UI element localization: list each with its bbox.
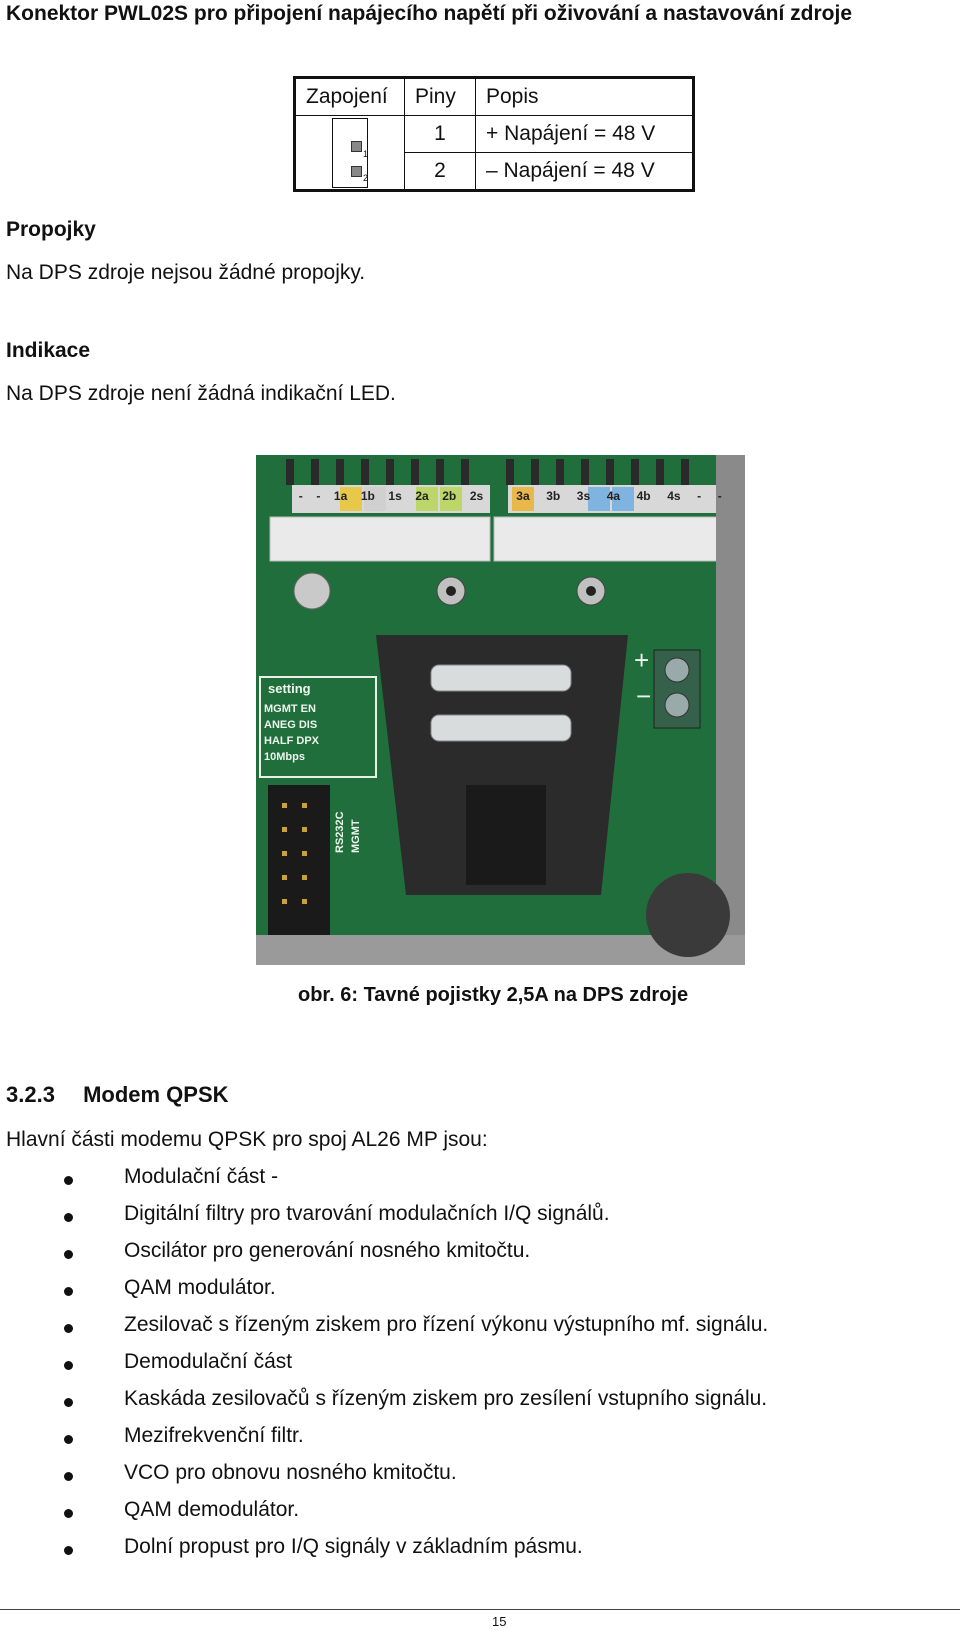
list-item: QAM modulátor. xyxy=(0,1276,900,1312)
pin-2-label: 2 xyxy=(363,172,369,183)
pin-1-label: 1 xyxy=(363,148,369,159)
connector-label: 1a xyxy=(333,489,348,503)
pin-table: Zapojení Piny Popis 1 2 1 + Napájení = 4… xyxy=(293,76,695,192)
bullet-icon xyxy=(64,1509,73,1518)
pin-description: – Napájení = 48 V xyxy=(475,152,694,191)
list-item: VCO pro obnovu nosného kmitočtu. xyxy=(0,1461,900,1497)
table-row: 2 – Napájení = 48 V xyxy=(295,152,694,191)
setting-item: 10Mbps xyxy=(264,751,305,763)
table-header-row: Zapojení Piny Popis xyxy=(294,77,694,116)
connector-label: 4a xyxy=(606,489,621,503)
bullet-icon xyxy=(64,1546,73,1555)
pin-2-marker xyxy=(351,165,362,177)
list-item-text: Zesilovač s řízeným ziskem pro řízení vý… xyxy=(124,1313,769,1336)
figure-caption: obr. 6: Tavné pojistky 2,5A na DPS zdroj… xyxy=(298,984,689,1006)
propojky-text: Na DPS zdroje nejsou žádné propojky. xyxy=(6,261,366,284)
list-item: Kaskáda zesilovačů s řízeným ziskem pro … xyxy=(0,1387,900,1423)
minus-label: − xyxy=(636,681,652,711)
plus-label: + xyxy=(634,645,650,675)
connector-label: 2a xyxy=(415,489,429,503)
list-item-text: Mezifrekvenční filtr. xyxy=(124,1424,304,1447)
pin-1-marker xyxy=(351,140,362,152)
bullet-icon xyxy=(64,1176,73,1185)
table-header-piny: Piny xyxy=(404,77,476,116)
footer-divider xyxy=(0,1609,960,1610)
list-item: Oscilátor pro generování nosného kmitočt… xyxy=(0,1239,900,1275)
bullet-icon xyxy=(64,1324,73,1333)
list-item-text: Demodulační část xyxy=(124,1350,293,1373)
setting-item: HALF DPX xyxy=(264,735,319,747)
list-item-text: Dolní propust pro I/Q signály v základní… xyxy=(124,1535,583,1558)
connector-label: 3b xyxy=(546,489,561,503)
propojky-heading: Propojky xyxy=(6,218,96,241)
connector-label: - xyxy=(316,489,321,503)
list-item-text: QAM modulátor. xyxy=(124,1276,276,1299)
bullet-icon xyxy=(64,1398,73,1407)
connector-label: 1b xyxy=(360,489,375,503)
mgmt-label: MGMT xyxy=(350,819,362,853)
pcb-drawing xyxy=(256,455,745,965)
connector-label: - xyxy=(717,489,722,503)
page-number: 15 xyxy=(492,1614,507,1629)
list-item: Digitální filtry pro tvarování modulační… xyxy=(0,1202,900,1238)
setting-item: ANEG DIS xyxy=(264,719,318,731)
table-header-popis: Popis xyxy=(475,77,694,116)
list-item: QAM demodulátor. xyxy=(0,1498,900,1534)
connector-label: - xyxy=(298,489,303,503)
pin-number: 1 xyxy=(404,115,476,153)
pin-number: 2 xyxy=(404,152,476,191)
connector-label: 4s xyxy=(667,489,681,503)
list-item-text: Modulační část - xyxy=(124,1165,279,1188)
bullet-icon xyxy=(64,1472,73,1481)
connector-icon: 1 2 xyxy=(332,117,369,188)
list-item-text: Oscilátor pro generování nosného kmitočt… xyxy=(124,1239,531,1262)
connector-label: 2s xyxy=(469,489,484,503)
bullet-icon xyxy=(64,1435,73,1444)
list-item: Dolní propust pro I/Q signály v základní… xyxy=(0,1535,900,1571)
connector-labels-left: - - 1a 1b 1s 2a 2b 2s xyxy=(292,489,490,509)
connector-label: - xyxy=(697,489,702,503)
pcb-photo: - - 1a 1b 1s 2a 2b 2s 3a 3b 3s 4a 4b 4s … xyxy=(256,455,745,965)
list-item: Demodulační část xyxy=(0,1350,900,1386)
section-number: 3.2.3 xyxy=(6,1082,55,1107)
connector-labels-right: 3a 3b 3s 4a 4b 4s - - xyxy=(508,489,730,509)
list-item: Modulační část - xyxy=(0,1165,900,1201)
pin-description: + Napájení = 48 V xyxy=(475,115,694,153)
setting-list: MGMT EN ANEG DIS HALF DPX 10Mbps xyxy=(264,701,319,765)
bullet-icon xyxy=(64,1287,73,1296)
section-title: Modem QPSK xyxy=(83,1082,229,1107)
section-heading: 3.2.3 Modem QPSK xyxy=(6,1082,229,1108)
indikace-heading: Indikace xyxy=(6,339,91,362)
bullet-icon xyxy=(64,1213,73,1222)
page-title: Konektor PWL02S pro připojení napájecího… xyxy=(6,2,852,25)
bullet-icon xyxy=(64,1361,73,1370)
connector-label: 4b xyxy=(636,489,651,503)
list-item-text: VCO pro obnovu nosného kmitočtu. xyxy=(124,1461,457,1484)
intro-text: Hlavní části modemu QPSK pro spoj AL26 M… xyxy=(6,1128,488,1151)
setting-title: setting xyxy=(268,681,311,696)
list-item: Zesilovač s řízeným ziskem pro řízení vý… xyxy=(0,1313,900,1349)
connector-label: 3s xyxy=(576,489,591,503)
connector-label: 2b xyxy=(442,489,457,503)
rs232c-label: RS232C xyxy=(334,811,346,853)
connector-label: 1s xyxy=(388,489,402,503)
list-item-text: QAM demodulátor. xyxy=(124,1498,300,1521)
connector-diagram: 1 2 xyxy=(294,115,405,191)
setting-item: MGMT EN xyxy=(264,703,316,715)
table-row: 1 2 1 + Napájení = 48 V xyxy=(294,115,694,191)
list-item: Mezifrekvenční filtr. xyxy=(0,1424,900,1460)
list-item-text: Kaskáda zesilovačů s řízeným ziskem pro … xyxy=(124,1387,768,1410)
list-item-text: Digitální filtry pro tvarování modulační… xyxy=(124,1202,610,1225)
connector-label: 3a xyxy=(516,489,530,503)
table-header-zapojeni: Zapojení xyxy=(294,77,405,116)
indikace-text: Na DPS zdroje není žádná indikační LED. xyxy=(6,382,396,405)
bullet-icon xyxy=(64,1250,73,1259)
